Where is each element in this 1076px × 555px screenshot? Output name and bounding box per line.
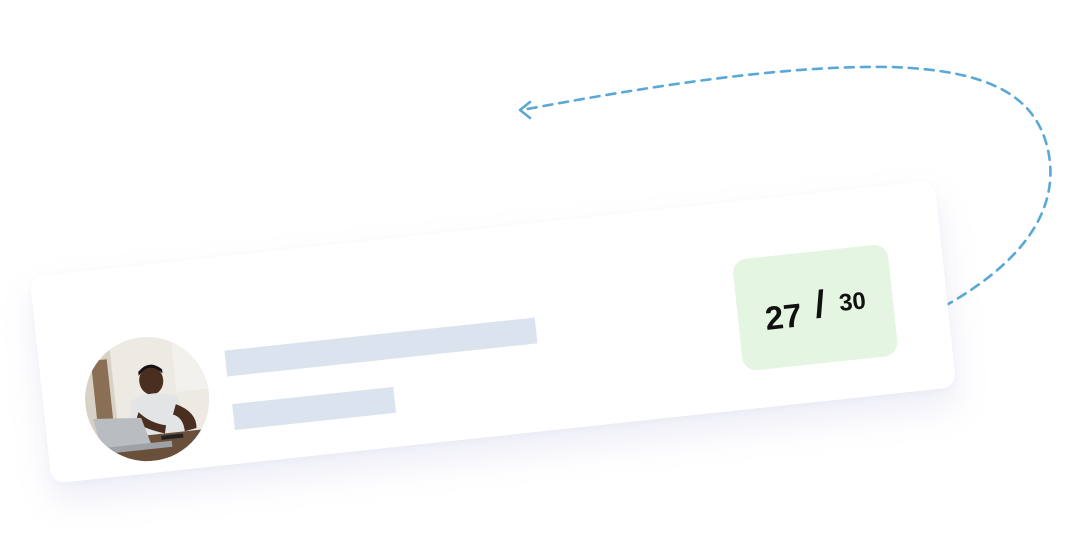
score-badge: 27 / 30 <box>731 243 899 372</box>
avatar-photo <box>78 330 216 468</box>
score-card: 27 / 30 <box>29 180 957 484</box>
score-max: 30 <box>837 287 868 317</box>
score-value: 27 <box>763 296 804 337</box>
placeholder-bar-title <box>224 317 538 377</box>
score-separator: / <box>812 283 828 327</box>
placeholder-bar-subtitle <box>232 386 397 430</box>
arrow-head <box>518 100 532 120</box>
avatar <box>78 330 216 468</box>
